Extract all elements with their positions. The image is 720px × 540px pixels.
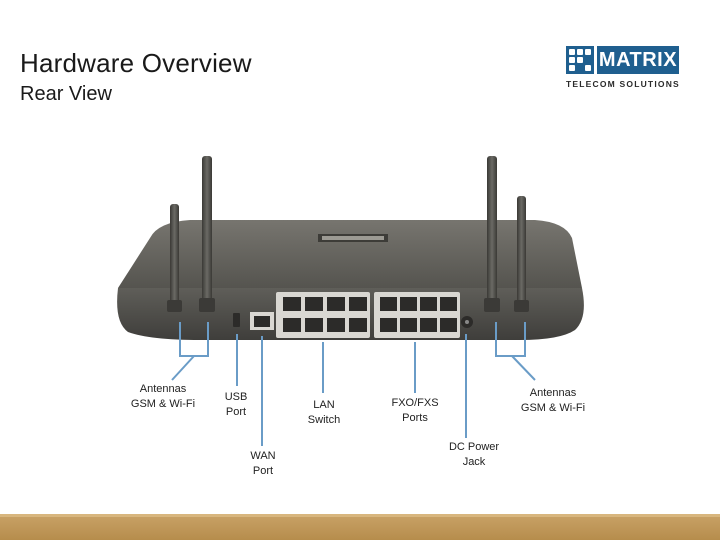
label-fxo-fxs-line2: Ports [402,412,428,424]
label-dc-power-line1: DC Power [448,441,500,453]
usb-port [233,313,240,327]
antenna-right-outer [514,196,529,312]
label-antennas-right-line1: Antennas [529,387,577,399]
label-fxo-fxs-line1: FXO/FXS [391,397,439,409]
slide-title: Hardware Overview [20,48,252,78]
label-wan-line2: Port [252,465,274,477]
label-usb-line2: Port [225,406,247,418]
callout-antennas-right [495,322,526,357]
matrix-logo: MATRIX TELECOM SOLUTIONS [566,46,684,92]
label-usb-line1: USB [224,391,248,403]
label-fxo-fxs: FXO/FXS Ports [380,396,450,426]
logo-mark-icon [566,46,594,74]
logo-tagline: TELECOM SOLUTIONS [566,79,680,89]
label-antennas-right: Antennas GSM & Wi-Fi [508,386,598,416]
label-lan: LAN Switch [300,398,348,428]
label-usb: USB Port [212,390,260,420]
antenna-left-inner [199,156,215,312]
lan-switch-ports [276,292,370,338]
label-wan-line1: WAN [250,450,276,462]
logo-wordmark: MATRIX [597,46,679,74]
label-antennas-left-line2: GSM & Wi-Fi [130,398,196,410]
label-wan: WAN Port [238,449,288,479]
footer-band [0,514,720,540]
fxo-fxs-ports [374,292,460,338]
callout-lines [171,322,536,446]
label-dc-power-line2: Jack [462,456,486,468]
label-dc-power: DC Power Jack [436,440,512,470]
label-lan-line1: LAN [313,399,335,411]
antenna-right-inner [484,156,500,312]
antenna-left-outer [167,204,182,312]
label-antennas-left: Antennas GSM & Wi-Fi [118,382,208,412]
label-lan-line2: Switch [307,414,341,426]
label-antennas-right-line2: GSM & Wi-Fi [520,402,586,414]
slide-subtitle: Rear View [20,83,112,105]
label-antennas-left-line1: Antennas [139,383,187,395]
wan-port [250,312,274,330]
router-top-surface [118,220,582,288]
